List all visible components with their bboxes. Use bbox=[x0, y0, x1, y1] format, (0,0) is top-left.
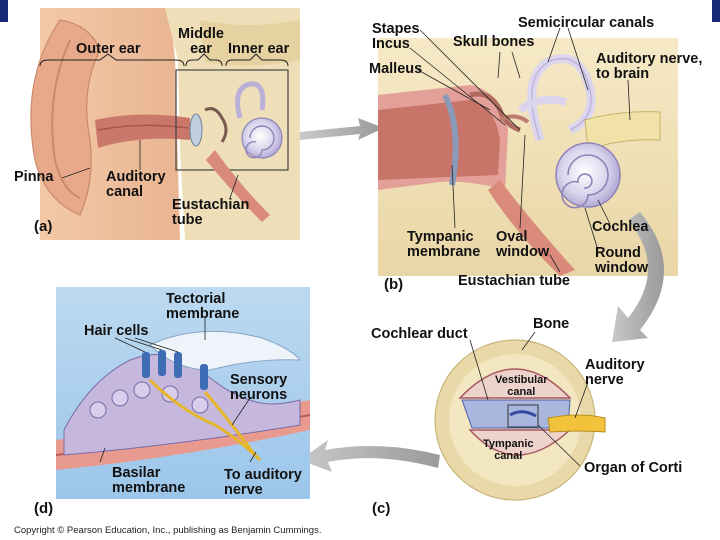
label-to-auditory-nerve: To auditory nerve bbox=[224, 467, 302, 498]
label-bone: Bone bbox=[533, 316, 570, 332]
label-pinna: Pinna bbox=[14, 169, 54, 185]
label-outer-ear: Outer ear bbox=[76, 41, 141, 57]
label-skull-bones: Skull bones bbox=[453, 34, 535, 50]
panel-a-illustration bbox=[30, 8, 300, 240]
label-oval-window: Oval window bbox=[496, 229, 550, 260]
label-auditory-nerve-b: Auditory nerve, to brain bbox=[596, 51, 703, 82]
label-malleus: Malleus bbox=[369, 61, 423, 77]
slide-corner-right bbox=[712, 0, 720, 22]
panel-d-tag: (d) bbox=[34, 500, 54, 517]
label-auditory-canal: Auditory canal bbox=[106, 169, 166, 200]
label-eustachian-tube-a: Eustachian tube bbox=[172, 197, 250, 228]
panel-b-tag: (b) bbox=[384, 276, 404, 293]
arrow-c-to-d bbox=[300, 440, 440, 472]
label-cochlear-duct: Cochlear duct bbox=[371, 326, 468, 342]
arrow-b-to-c bbox=[612, 212, 664, 342]
panel-a-tag: (a) bbox=[34, 218, 53, 235]
label-cochlea: Cochlea bbox=[592, 219, 649, 235]
panel-c-illustration bbox=[434, 331, 606, 501]
label-eustachian-tube-b: Eustachian tube bbox=[458, 273, 570, 289]
panel-c-tag: (c) bbox=[372, 500, 391, 517]
label-inner-ear: Inner ear bbox=[228, 41, 290, 57]
label-basilar-membrane: Basilar membrane bbox=[112, 465, 186, 496]
label-vestibular-canal: Vestibular canal bbox=[495, 374, 548, 398]
label-round-window: Round window bbox=[595, 245, 649, 276]
label-hair-cells: Hair cells bbox=[84, 323, 149, 339]
label-tympanic-canal: Tympanic canal bbox=[483, 438, 534, 462]
label-semicircular-canals: Semicircular canals bbox=[518, 15, 655, 31]
label-organ-of-corti: Organ of Corti bbox=[584, 460, 683, 476]
label-tympanic-membrane: Tympanic membrane bbox=[407, 229, 481, 260]
label-middle-ear: Middle ear bbox=[178, 26, 224, 57]
label-sensory-neurons: Sensory neurons bbox=[230, 372, 288, 403]
arrow-a-to-b bbox=[300, 118, 384, 140]
slide-corner-left bbox=[0, 0, 8, 22]
panel-d-illustration bbox=[55, 287, 311, 499]
copyright-notice: Copyright © Pearson Education, Inc., pub… bbox=[14, 525, 322, 536]
label-auditory-nerve-c: Auditory nerve bbox=[585, 357, 645, 388]
label-tectorial-membrane: Tectorial membrane bbox=[166, 291, 240, 322]
label-stapes-incus: Stapes Incus bbox=[372, 21, 420, 52]
panel-b-illustration bbox=[378, 27, 678, 276]
